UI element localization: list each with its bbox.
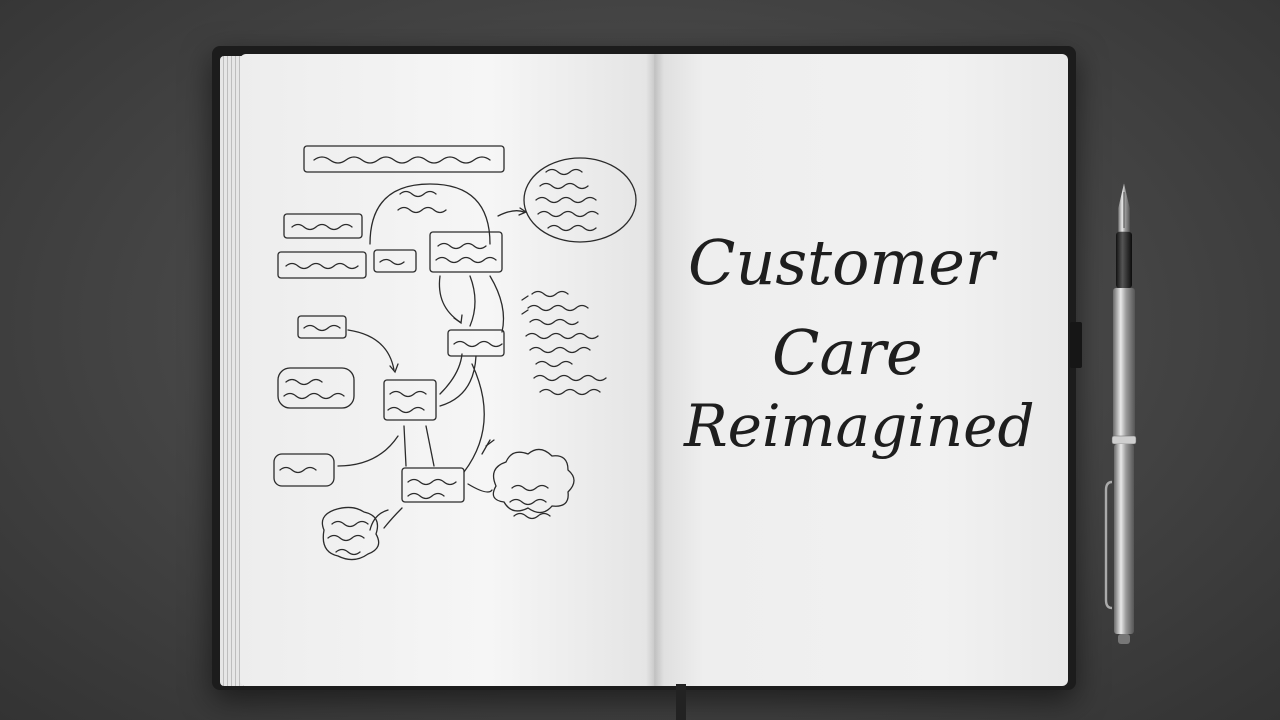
sketch-box-7 <box>383 379 437 421</box>
sketch-ellipse-note <box>523 157 637 243</box>
elastic-closure <box>1070 322 1082 368</box>
pen-end <box>1118 634 1130 644</box>
pen-cap <box>1114 444 1134 634</box>
sketch-box-1 <box>283 213 363 239</box>
ribbon-bookmark <box>676 684 686 720</box>
sketch-box-8 <box>401 467 465 503</box>
pen-barrel <box>1113 288 1135 438</box>
fountain-pen <box>1104 182 1137 644</box>
page-gutter <box>646 54 664 686</box>
pen-band <box>1111 435 1137 445</box>
title-line-3: Reimagined <box>683 392 1035 460</box>
pen-nib <box>1117 182 1131 233</box>
title-line-1: Customer <box>688 226 998 299</box>
sketch-box-2 <box>277 251 367 279</box>
sketch-node-bottom-left <box>273 453 335 487</box>
title-area: Customer Care Reimagined <box>683 226 1035 460</box>
sketch-blob <box>321 506 380 561</box>
pen-grip <box>1116 232 1132 288</box>
pen-clip <box>1104 480 1113 610</box>
flowchart-sketch <box>273 145 637 561</box>
title-line-2: Care <box>772 316 923 389</box>
sketch-box-3 <box>373 249 417 273</box>
sketch-cloud <box>492 448 575 514</box>
left-page <box>240 54 654 686</box>
sketch-box-4 <box>429 231 503 273</box>
sketch-box-6 <box>297 315 347 339</box>
sketch-node-left <box>277 367 355 409</box>
right-page <box>654 54 1068 686</box>
sketch-box-title <box>303 145 505 173</box>
